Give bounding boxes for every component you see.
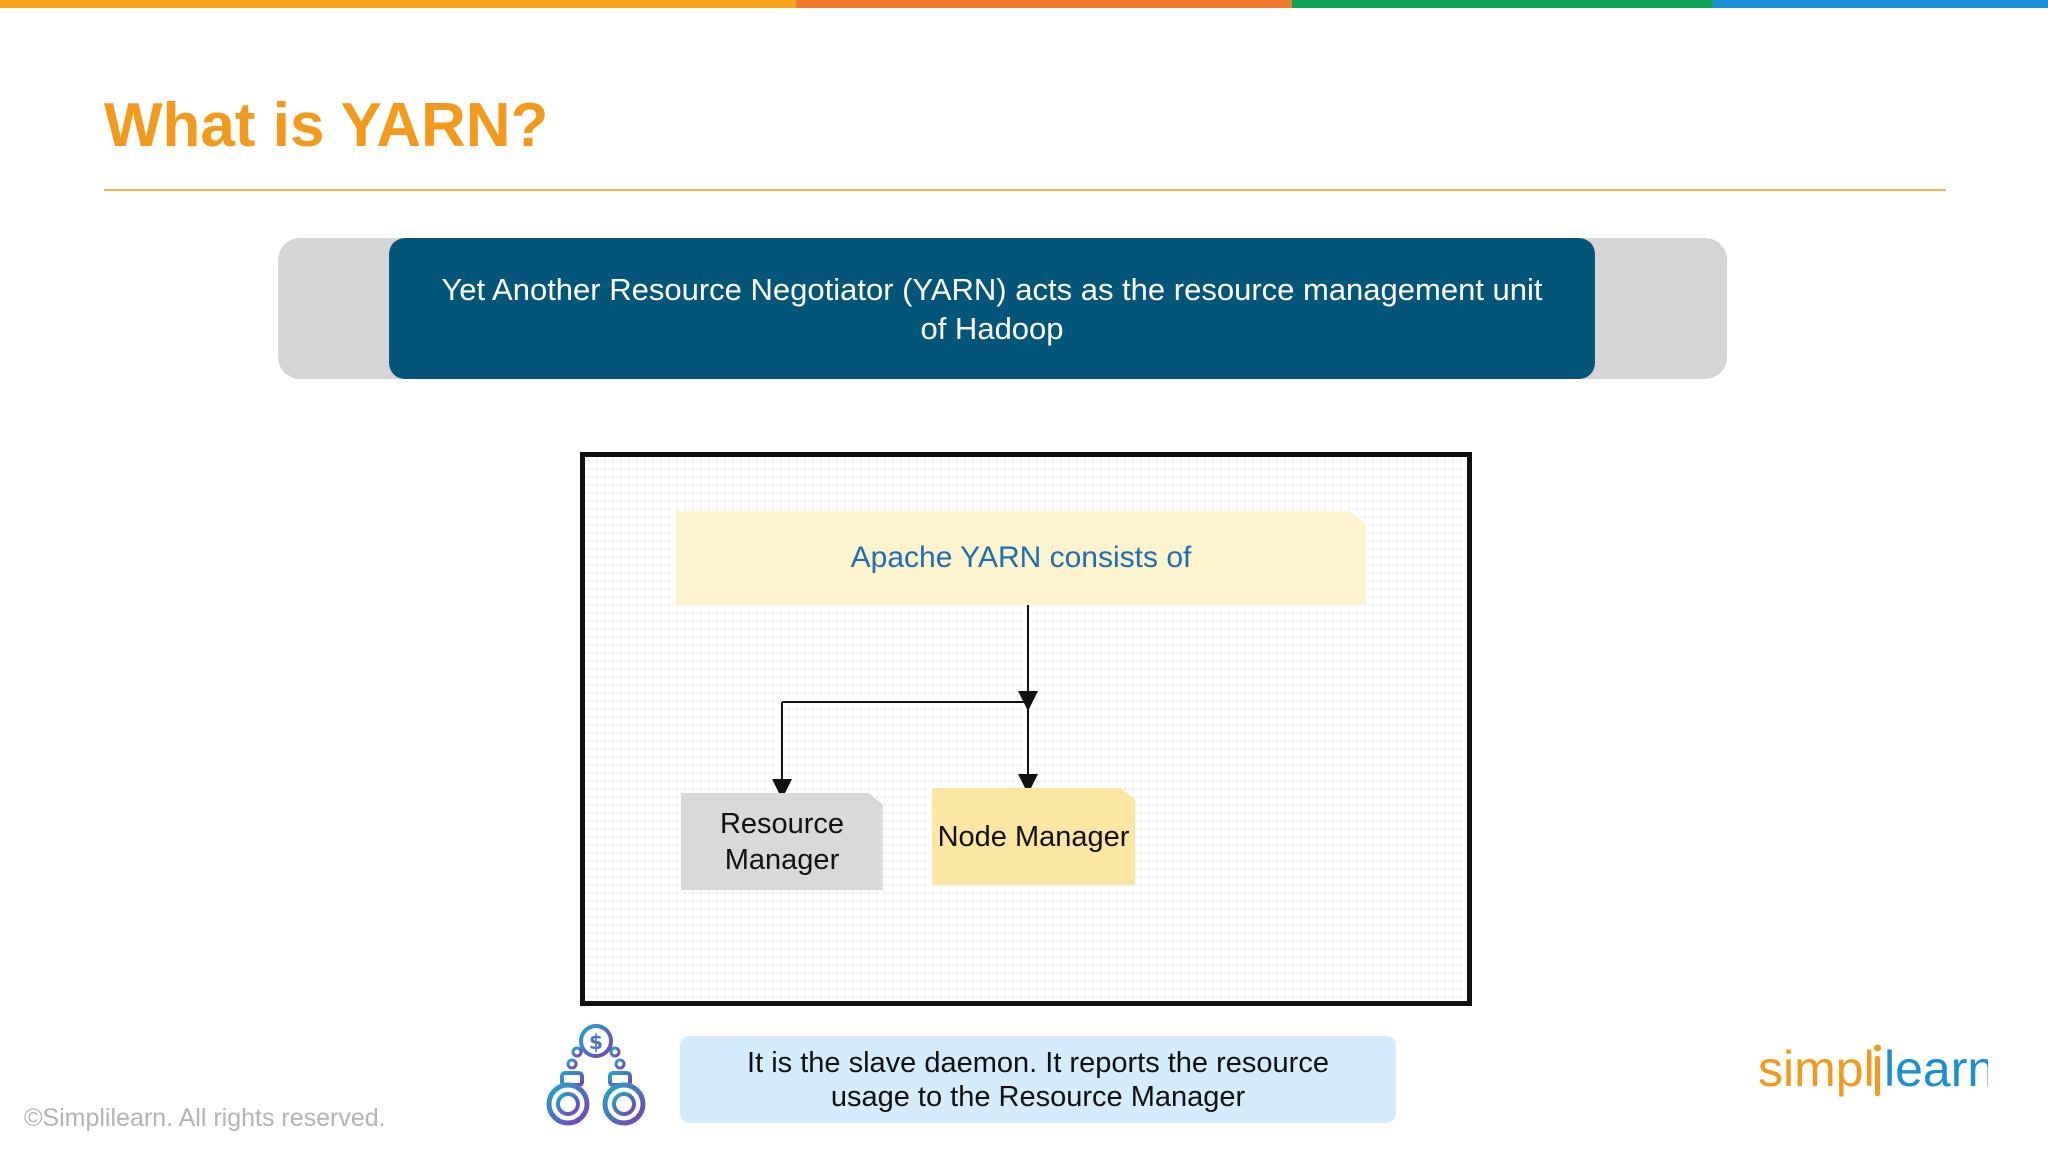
callout-text: It is the slave daemon. It reports the r… (747, 1046, 1329, 1113)
simplilearn-logo: simpl learn (1758, 1041, 1995, 1114)
node-manager-label: Node Manager (937, 820, 1130, 853)
definition-banner: Yet Another Resource Negotiator (YARN) a… (389, 238, 1595, 379)
accent-segment-orange (0, 0, 796, 8)
accent-segment-dark-orange (796, 0, 1292, 8)
diagram-root-node: Apache YARN consists of (676, 511, 1366, 605)
svg-text:learn: learn (1884, 1042, 1988, 1097)
accent-segment-blue (1713, 0, 2048, 8)
yarn-components-diagram: Apache YARN consists of Resource Manager… (580, 452, 1472, 1006)
title-underline (104, 189, 1946, 191)
slide-title: What is YARN? (104, 91, 549, 160)
copyright-notice: ©Simplilearn. All rights reserved. (24, 1104, 386, 1132)
diagram-connectors (772, 605, 1038, 799)
top-accent-bar (0, 0, 2048, 8)
accent-segment-green (1292, 0, 1713, 8)
resource-manager-label: Resource Manager (719, 807, 845, 876)
resource-manager-node: Resource Manager (681, 793, 883, 890)
svg-text:$: $ (589, 1030, 603, 1054)
diagram-root-label: Apache YARN consists of (850, 541, 1192, 574)
definition-text: Yet Another Resource Negotiator (YARN) a… (441, 271, 1543, 346)
svg-text:simpl: simpl (1758, 1042, 1875, 1097)
handcuffs-dollar-icon: $ (540, 1018, 650, 1128)
node-manager-node: Node Manager (932, 788, 1135, 885)
node-manager-description-callout: It is the slave daemon. It reports the r… (680, 1036, 1396, 1123)
